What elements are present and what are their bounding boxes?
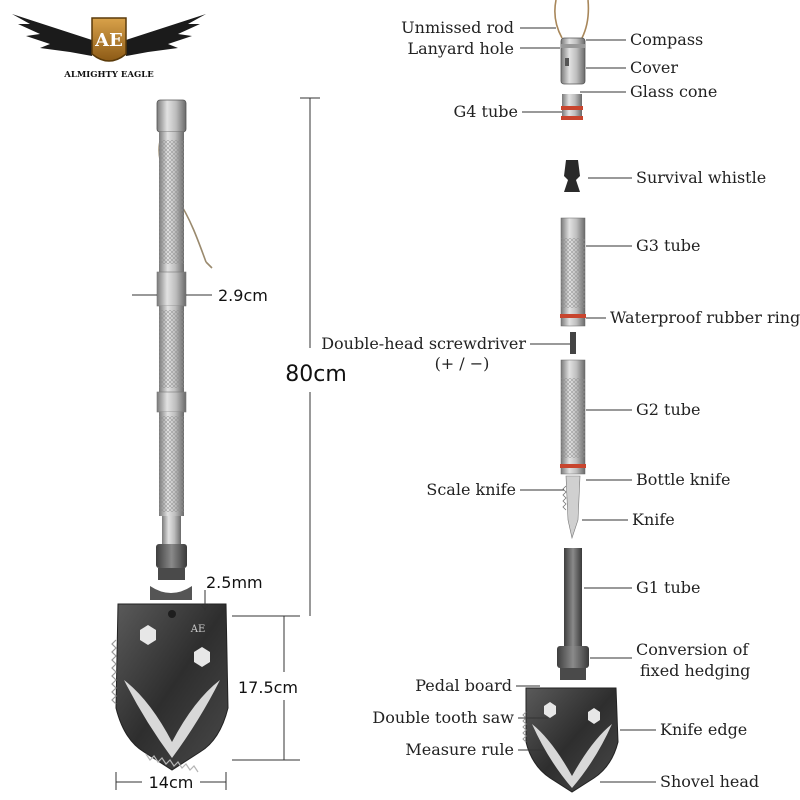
- diameter-label: 2.9cm: [218, 286, 268, 305]
- label-survival-whistle: Survival whistle: [636, 168, 766, 187]
- label-conversion-line2: fixed hedging: [640, 661, 750, 680]
- spacing-label: 2.5mm: [206, 573, 263, 592]
- tube-segment: [162, 516, 181, 546]
- label-g4-tube: G4 tube: [454, 102, 519, 121]
- g1-tube-part: [564, 548, 582, 648]
- label-g1-tube: G1 tube: [636, 578, 701, 597]
- blade-v-pattern: [124, 680, 220, 758]
- hedging-nut: [557, 646, 589, 668]
- label-conversion-line1: Conversion of: [636, 640, 749, 659]
- eagle-wings-icon: [12, 14, 206, 56]
- whistle-part: [564, 160, 580, 192]
- head-width-label: 14cm: [149, 773, 194, 792]
- blade-logo: AE: [190, 624, 206, 635]
- brand-name: ALMIGHTY EAGLE: [63, 70, 154, 80]
- hex-wrench-hole: [194, 647, 210, 667]
- label-pedal-board: Pedal board: [415, 676, 512, 695]
- label-screwdriver: Double-head screwdriver: [321, 334, 526, 353]
- label-knife-edge: Knife edge: [660, 720, 747, 739]
- total-length-label: 80cm: [285, 362, 347, 387]
- tube-joint: [156, 391, 187, 413]
- dimension-total: 80cm: [285, 97, 347, 616]
- logo-monogram: AE: [94, 30, 123, 51]
- head-length-label: 17.5cm: [238, 678, 298, 697]
- shovel-blade: [115, 603, 229, 771]
- dimension-head-length: 17.5cm: [232, 615, 300, 761]
- tube-joint: [156, 271, 187, 307]
- dimension-diameter: 2.9cm: [132, 286, 268, 305]
- label-screwdriver-note: (+ / −): [435, 354, 490, 373]
- shield-icon: [91, 17, 127, 62]
- top-cap: [156, 99, 187, 133]
- hex-wrench-hole: [140, 625, 156, 645]
- label-bottle-knife: Bottle knife: [636, 470, 730, 489]
- dimension-spacing: 2.5mm: [200, 573, 263, 611]
- label-g2-tube: G2 tube: [636, 400, 701, 419]
- exploded-parts: [522, 0, 619, 793]
- label-g3-tube: G3 tube: [636, 236, 701, 255]
- knife-part: [565, 475, 581, 540]
- label-shovel-head: Shovel head: [660, 772, 759, 791]
- label-cover: Cover: [630, 58, 678, 77]
- part-labels: Unmissed rod Lanyard hole Compass Cover …: [321, 18, 800, 791]
- label-compass: Compass: [630, 30, 703, 49]
- brand-logo: AE ALMIGHTY EAGLE: [12, 14, 206, 80]
- label-lanyard-hole: Lanyard hole: [407, 39, 514, 58]
- label-waterproof-ring: Waterproof rubber ring: [610, 308, 800, 327]
- label-measure-rule: Measure rule: [405, 740, 514, 759]
- label-knife: Knife: [632, 510, 675, 529]
- leader-lines: [516, 27, 656, 783]
- lanyard-cord: [554, 0, 590, 39]
- assembled-shovel: AE: [111, 99, 229, 773]
- label-double-tooth-saw: Double tooth saw: [372, 708, 514, 727]
- screwdriver-part: [570, 332, 576, 354]
- label-glass-cone: Glass cone: [630, 82, 717, 101]
- bolt: [168, 610, 176, 618]
- label-unmissed-rod: Unmissed rod: [401, 18, 514, 37]
- dimension-head-width: 14cm: [115, 772, 227, 792]
- compass-cap: [560, 37, 586, 85]
- hedging-nut: [156, 544, 187, 568]
- label-scale-knife: Scale knife: [426, 480, 516, 499]
